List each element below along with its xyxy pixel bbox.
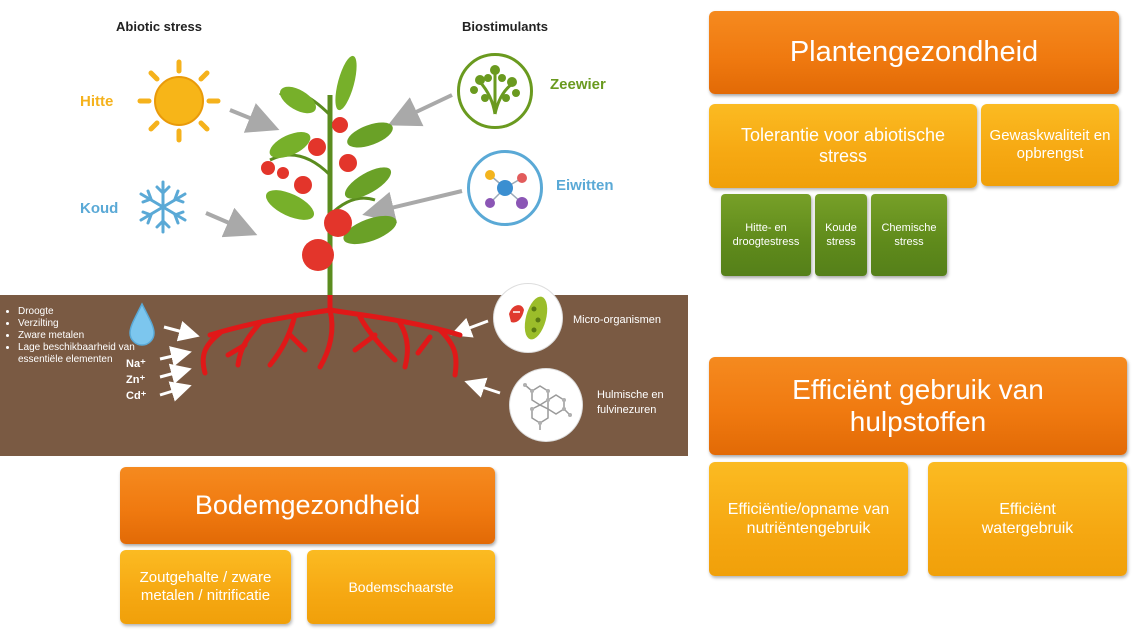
hitte-label: Hitte: [80, 93, 114, 110]
roots-illustration: [159, 295, 501, 402]
snowflake-icon: [139, 180, 187, 234]
soil-stress-item: Lage beschikbaarheid van essentiële elem…: [18, 342, 148, 366]
tomato-plant-illustration: [261, 55, 397, 295]
chemical-stress-box: Chemische stress: [871, 194, 947, 276]
abiotic-stress-heading: Abiotic stress: [116, 19, 202, 34]
tolerance-box: Tolerantie voor abiotische stress: [709, 104, 977, 188]
bacteria-icon: [494, 284, 562, 352]
water-drop-icon: [129, 302, 155, 346]
stress-arrows: [205, 93, 463, 238]
salt-metals-box: Zoutgehalte / zware metalen / nitrificat…: [120, 550, 291, 624]
micro-organisms-label: Micro-organismen: [573, 314, 662, 326]
soil-stress-item: Droogte: [18, 306, 148, 318]
ion-sodium: Na⁺: [126, 358, 146, 370]
humic-acids-label: Hulmische en fulvinezuren: [597, 389, 664, 416]
nutrient-efficiency-box: Efficiëntie/opname van nutriëntengebruik: [709, 462, 908, 576]
efficient-use-box: Efficiënt gebruik van hulpstoffen: [709, 357, 1127, 455]
soil-health-box: Bodemgezondheid: [120, 467, 495, 544]
ion-zinc: Zn⁺: [126, 374, 146, 386]
molecule-structure-icon: [510, 369, 582, 441]
biostimulants-heading: Biostimulants: [462, 19, 548, 34]
water-use-box: Efficiënt watergebruik: [928, 462, 1127, 576]
soil-scarcity-box: Bodemschaarste: [307, 550, 495, 624]
seaweed-icon: [457, 53, 533, 129]
sun-icon: [137, 59, 221, 143]
crop-quality-box: Gewaskwaliteit en opbrengst: [981, 104, 1119, 186]
zeewier-label: Zeewier: [550, 76, 606, 93]
heat-drought-stress-box: Hitte- en droogtestress: [721, 194, 811, 276]
soil-stress-item: Zware metalen: [18, 330, 148, 342]
soil-stress-list: Droogte Verzilting Zware metalen Lage be…: [8, 306, 148, 366]
eiwitten-label: Eiwitten: [556, 177, 614, 194]
plant-health-box: Plantengezondheid: [709, 11, 1119, 94]
koud-label: Koud: [80, 200, 119, 217]
cold-stress-box: Koude stress: [815, 194, 867, 276]
soil-layer: [0, 295, 688, 456]
ion-cadmium: Cd⁺: [126, 390, 147, 402]
protein-molecule-icon: [467, 150, 543, 226]
soil-stress-item: Verzilting: [18, 318, 148, 330]
